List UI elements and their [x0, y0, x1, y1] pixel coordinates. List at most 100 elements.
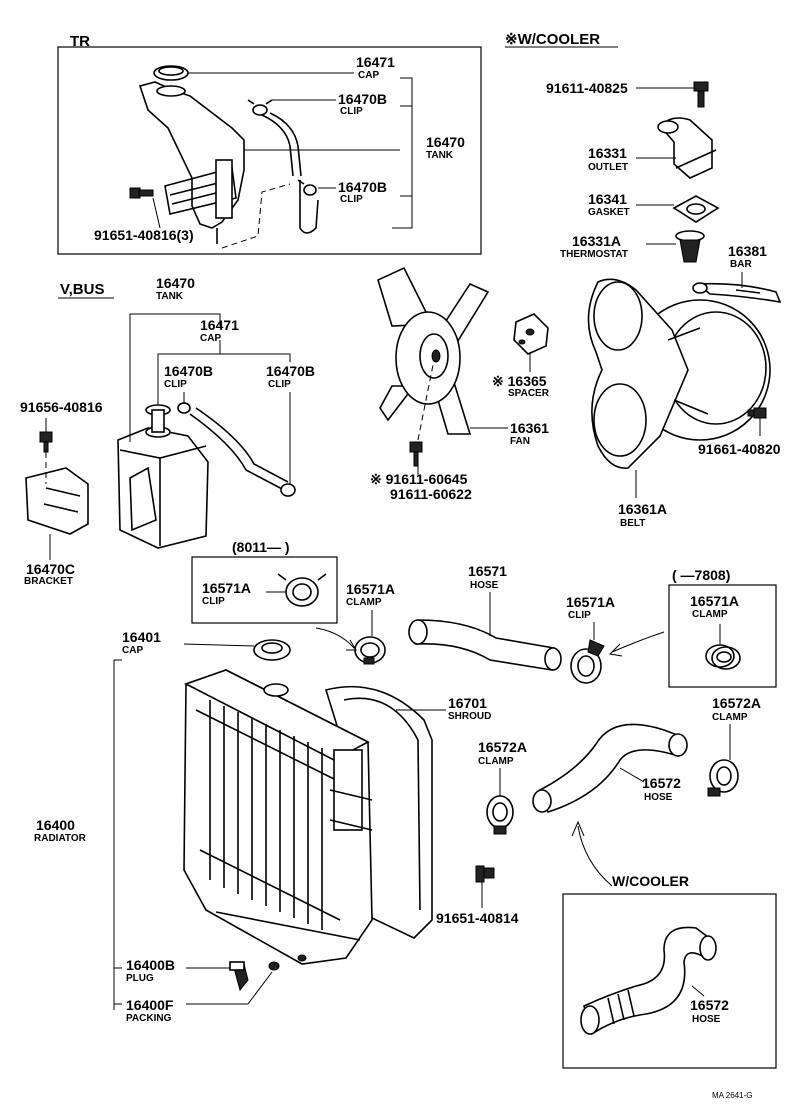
clamp-a-num: 16571A: [346, 581, 395, 597]
vbus-cap-name: CAP: [200, 333, 221, 344]
clamp-7808-part: [705, 644, 741, 670]
spacer-num: ※ 16365: [492, 373, 547, 389]
clip-b-part: [570, 639, 605, 684]
tr-clip-1-num: 16470B: [338, 91, 387, 107]
tr-overflow-hose: [261, 114, 319, 234]
bar-num: 16381: [728, 243, 767, 259]
clip-8011-name: CLIP: [202, 596, 225, 607]
hose-upper-part: [408, 619, 562, 671]
tr-cap-num: 16471: [356, 54, 395, 70]
clip-8011-num: 16571A: [202, 580, 251, 596]
tr-cap-part: [153, 65, 189, 81]
tr-section-title: TR: [70, 33, 90, 50]
bracket-num: 16470C: [26, 561, 75, 577]
radiator-cap-num: 16401: [122, 629, 161, 645]
packing-leader: [186, 971, 273, 1005]
plug-num: 16400B: [126, 957, 175, 973]
thermostat-num: 16331A: [572, 233, 621, 249]
vbus-cap-leader: [157, 340, 291, 404]
clamp-a-name: CLAMP: [346, 597, 382, 608]
vbus-clip-1-name: CLIP: [164, 379, 187, 390]
plug-part: [229, 961, 249, 992]
vbus-tank-name: TANK: [156, 291, 184, 302]
fan-num: 16361: [510, 420, 549, 436]
clamp-7808-box: [668, 584, 777, 688]
clamp-a-part: [354, 636, 386, 665]
fan-bolt-1-num: ※ 91611-60645: [370, 471, 468, 487]
thermostat-name: THERMOSTAT: [560, 249, 628, 260]
tr-cap-name: CAP: [358, 70, 379, 81]
w-cooler-star-title: ※W/COOLER: [505, 31, 600, 48]
cooler-bolt-part: [693, 81, 709, 108]
bar-part: [692, 282, 782, 304]
clip-8011-part: [277, 573, 327, 607]
w-cooler-arrow: [571, 820, 613, 887]
belt-part: [587, 278, 771, 469]
cooler-hose-part: [580, 926, 717, 1036]
vbus-bolt-num: 91656-40816: [20, 399, 103, 415]
lower-clamp-1-part: [486, 795, 514, 835]
lower-clamp-1-name: CLAMP: [478, 756, 514, 767]
clip-b-name: CLIP: [568, 610, 591, 621]
vbus-clip-1-num: 16470B: [164, 363, 213, 379]
w-cooler-title: W/COOLER: [612, 873, 689, 889]
radiator-bolt-part: [475, 865, 495, 883]
vbus-clip-2-name: CLIP: [268, 379, 291, 390]
belt-num: 16361A: [618, 501, 667, 517]
belt-name: BELT: [620, 518, 645, 529]
fan-bolt-2-num: 91611-60622: [390, 486, 472, 502]
tr-bolt-num: 91651-40816(3): [94, 227, 194, 243]
tr-clip-2-num: 16470B: [338, 179, 387, 195]
footer-code: MA 2641-G: [712, 1091, 752, 1100]
w-cooler-box: [562, 893, 777, 1069]
lower-clamp-1-num: 16572A: [478, 739, 527, 755]
packing-part: [268, 961, 280, 971]
lower-hose-name: HOSE: [644, 792, 673, 803]
clamp-7808-num: 16571A: [690, 593, 739, 609]
belt-bolt-part: [747, 407, 767, 419]
clamp-7808-name: CLAMP: [692, 609, 728, 620]
vbus-clip-1-part: [177, 402, 191, 414]
radiator-bracket-leader: [114, 659, 122, 1005]
tr-tank-name: TANK: [426, 150, 454, 161]
vbus-tank-part: [117, 404, 209, 549]
fan-part: [377, 266, 490, 435]
tr-tank-part: [138, 81, 245, 244]
radiator-part: [183, 669, 373, 965]
vbus-cap-num: 16471: [200, 317, 239, 333]
tr-clip-1-name: CLIP: [340, 106, 363, 117]
bracket-part: [25, 467, 89, 535]
range-7808-label: ( —7808): [672, 567, 730, 583]
vbus-clip-2-part: [280, 483, 296, 497]
packing-name: PACKING: [126, 1013, 172, 1024]
tr-clip-2-part: [297, 179, 317, 196]
outlet-name: OUTLET: [588, 162, 628, 173]
tr-dash-1: [221, 183, 291, 249]
fan-bolt-part: [409, 441, 423, 467]
radiator-cap-part: [253, 639, 291, 661]
fan-name: FAN: [510, 436, 530, 447]
vbus-tank-leader: [129, 313, 221, 442]
clamp-a-arrow: [315, 627, 357, 651]
gasket-part: [672, 195, 720, 223]
outlet-num: 16331: [588, 145, 627, 161]
range-8011-label: (8011— ): [232, 539, 290, 555]
clip-b-arrow: [608, 631, 665, 657]
bar-name: BAR: [730, 259, 752, 270]
lower-hose-num: 16572: [642, 775, 681, 791]
spacer-name: SPACER: [508, 388, 550, 399]
lower-clamp-2-name: CLAMP: [712, 712, 748, 723]
cooler-bolt-num: 91611-40825: [546, 80, 628, 96]
vbus-bolt-part: [39, 431, 53, 453]
vbus-tank-num: 16470: [156, 275, 195, 291]
cooler-hose-name: HOSE: [692, 1014, 721, 1025]
lower-hose-leader: [619, 767, 645, 783]
lower-clamp-2-num: 16572A: [712, 695, 761, 711]
cooler-hose-leader: [691, 985, 705, 997]
bracket-name: BRACKET: [24, 576, 73, 587]
clip-b-num: 16571A: [566, 594, 615, 610]
packing-num: 16400F: [126, 997, 174, 1013]
tr-tank-num: 16470: [426, 134, 465, 150]
shroud-num: 16701: [448, 695, 487, 711]
gasket-name: GASKET: [588, 207, 630, 218]
